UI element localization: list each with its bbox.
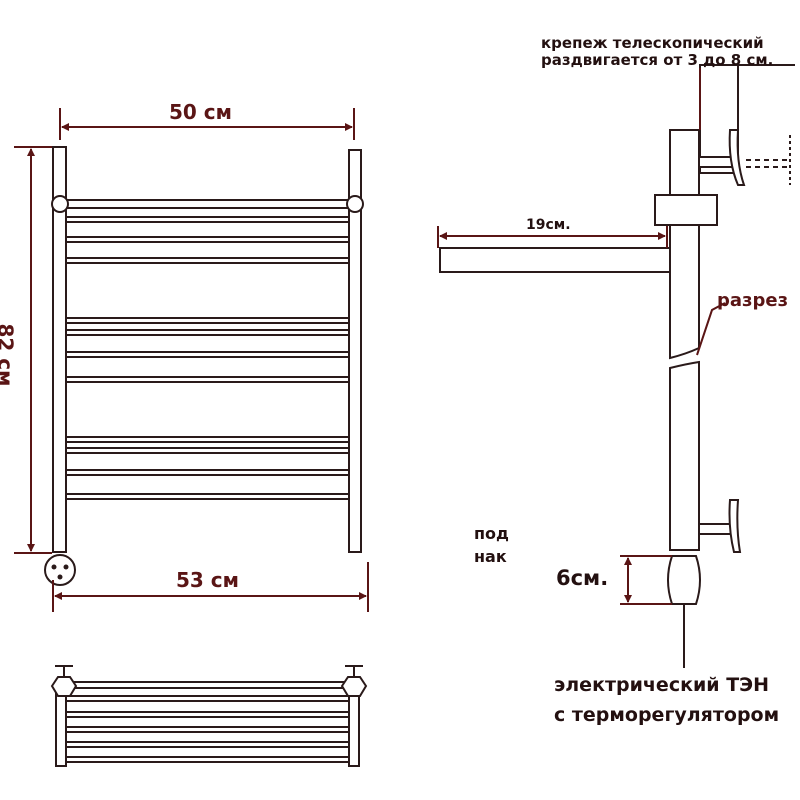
- top-bar: [65, 756, 351, 763]
- towel-bar: [65, 493, 350, 500]
- dimension-height: 82 см: [0, 323, 18, 387]
- towel-bar: [65, 216, 350, 223]
- top-bar: [65, 741, 351, 748]
- side-bar: [439, 247, 671, 273]
- section-label: разрез: [717, 290, 789, 311]
- dimension-heater-offset: 6см.: [556, 566, 609, 590]
- towel-bar: [65, 351, 350, 358]
- top-bar: [65, 711, 351, 718]
- upright-upper: [669, 129, 700, 360]
- dimension-width-bottom: 53 см: [176, 568, 239, 592]
- towel-bar: [65, 329, 350, 336]
- heater-label-line1: электрический ТЭН: [554, 674, 770, 696]
- side-view: [439, 64, 795, 668]
- towel-bar: [65, 376, 350, 383]
- front-dimensions: [14, 108, 369, 612]
- under-label-line2: нак: [474, 547, 507, 566]
- wall-mount-upper: [728, 129, 746, 186]
- front-view: [44, 146, 364, 586]
- left-upright: [52, 146, 67, 553]
- top-bar: [65, 726, 351, 733]
- top-view: [50, 665, 368, 767]
- upright-lower: [669, 360, 700, 551]
- power-plug-icon: [44, 554, 76, 586]
- mount-joint: [51, 195, 69, 213]
- towel-bar: [65, 447, 350, 454]
- top-bar: [61, 681, 353, 689]
- heater-label-line2: с терморегулятором: [554, 704, 780, 726]
- dimension-width-top: 50 см: [169, 100, 232, 124]
- top-bar: [61, 695, 353, 702]
- telescopic-mount-note-line2: раздвигается от 3 до 8 см.: [541, 51, 774, 69]
- section-leader: [696, 302, 726, 356]
- towel-bar: [65, 236, 350, 243]
- side-dimensions: [437, 68, 726, 605]
- top-mount-left: [50, 676, 78, 697]
- telescopic-mount-note-line1: крепеж телескопический: [541, 34, 764, 52]
- clamp-block: [654, 194, 718, 226]
- towel-bar: [65, 257, 350, 264]
- mount-joint: [346, 195, 364, 213]
- top-mount-right: [340, 676, 368, 697]
- towel-bar: [65, 199, 350, 209]
- dimension-depth: 19см.: [526, 217, 571, 233]
- heating-element-icon: [667, 555, 701, 605]
- towel-bar: [65, 436, 350, 443]
- wall-mount-lower: [728, 499, 742, 553]
- towel-bar: [65, 317, 350, 324]
- under-label-line1: под: [474, 524, 509, 543]
- towel-bar: [65, 469, 350, 476]
